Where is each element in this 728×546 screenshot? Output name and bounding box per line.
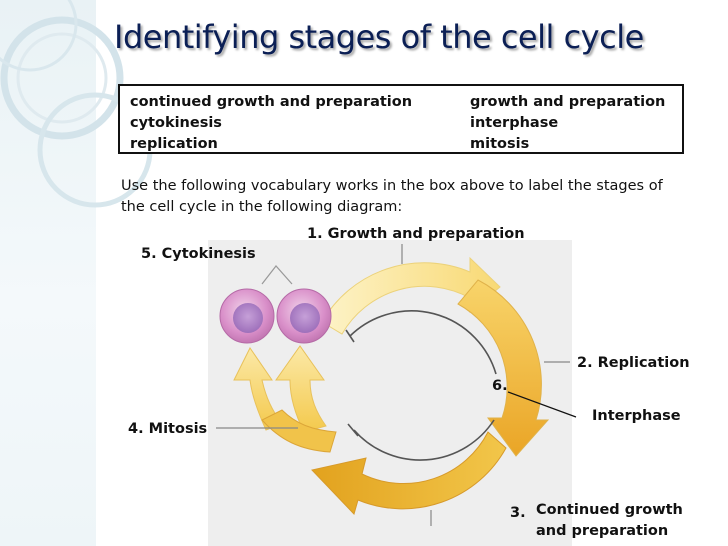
side-decoration-band bbox=[0, 0, 96, 546]
leader-interphase bbox=[507, 391, 577, 418]
label-continued-line2: and preparation bbox=[536, 523, 669, 539]
vocab-interphase: interphase bbox=[470, 115, 559, 131]
vocab-growth-preparation: growth and preparation bbox=[470, 94, 666, 110]
inner-arc-lower-tick bbox=[347, 423, 359, 437]
cell-right-icon bbox=[276, 288, 332, 344]
label-cytokinesis: 5. Cytokinesis bbox=[141, 246, 256, 262]
inner-arc-upper bbox=[349, 310, 497, 375]
vocabulary-column-left: continued growth and preparation cytokin… bbox=[130, 92, 412, 155]
vocab-replication: replication bbox=[130, 136, 218, 152]
label-continued-number: 3. bbox=[510, 505, 526, 521]
vocab-cytokinesis: cytokinesis bbox=[130, 115, 222, 131]
slide-title: Identifying stages of the cell cycle bbox=[114, 18, 644, 56]
leader-cytokinesis bbox=[261, 265, 293, 285]
label-continued-line1: Continued growth bbox=[536, 502, 683, 518]
decorative-circles bbox=[0, 0, 153, 208]
arrow-segment-replication bbox=[457, 279, 550, 457]
label-interphase: Interphase bbox=[592, 408, 681, 424]
label-growth: 1. Growth and preparation bbox=[307, 226, 525, 242]
label-six: 6. bbox=[492, 378, 508, 394]
vocab-continued-growth: continued growth and preparation bbox=[130, 94, 413, 110]
instructions-text: Use the following vocabulary works in th… bbox=[121, 178, 663, 215]
arrow-segment-mitosis-left bbox=[233, 347, 283, 431]
arrow-segment-mitosis-right bbox=[275, 345, 327, 433]
label-continued-growth: Continued growth and preparation bbox=[536, 500, 683, 542]
inner-arc-upper-tick bbox=[345, 329, 355, 343]
vocab-mitosis: mitosis bbox=[470, 136, 530, 152]
vocabulary-box: continued growth and preparation cytokin… bbox=[118, 84, 684, 154]
vocabulary-column-right: growth and preparation interphase mitosi… bbox=[470, 92, 665, 155]
arrow-segment-continued-growth bbox=[311, 431, 507, 515]
inner-arc-lower bbox=[353, 419, 495, 461]
arrow-base-mitosis bbox=[261, 409, 337, 453]
label-replication: 2. Replication bbox=[577, 355, 690, 371]
label-mitosis: 4. Mitosis bbox=[128, 421, 208, 437]
cell-left-icon bbox=[219, 288, 275, 344]
